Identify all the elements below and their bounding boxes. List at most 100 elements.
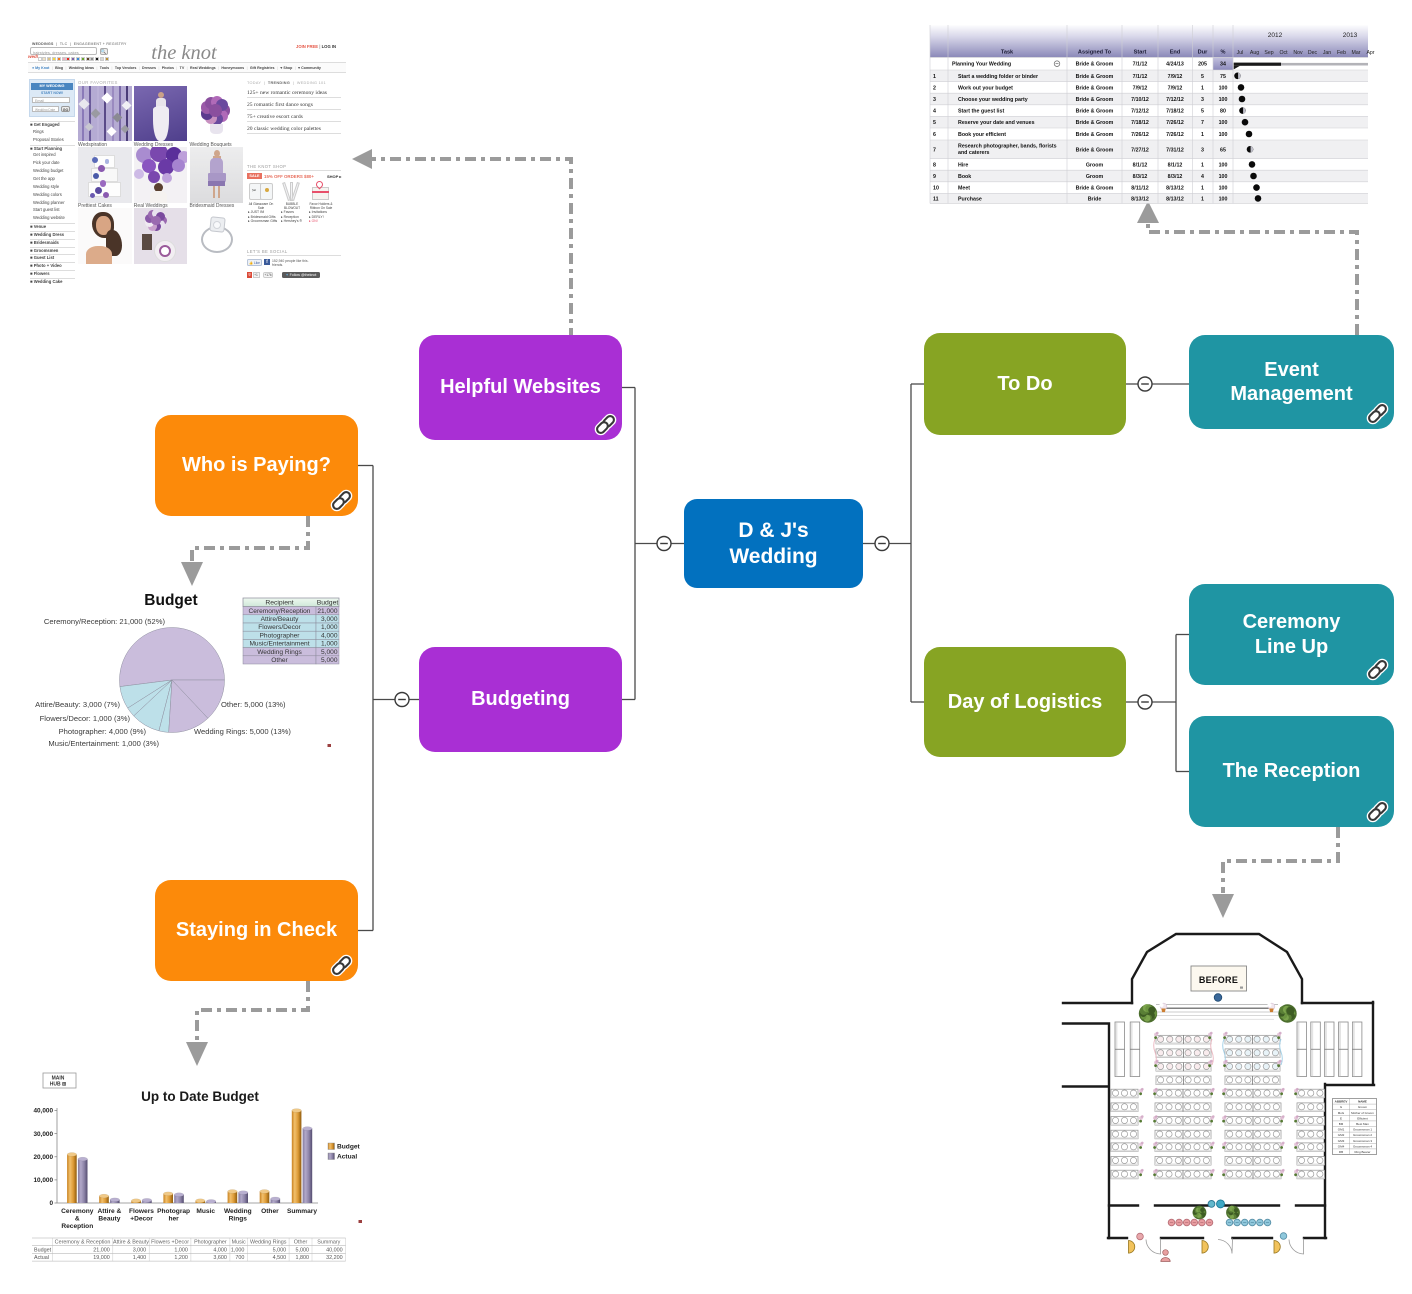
svg-text:1,400: 1,400 [133, 1255, 147, 1261]
svg-text:Other: Other [294, 1240, 308, 1246]
svg-text:Ceremony/Reception: 21,000 (52: Ceremony/Reception: 21,000 (52%) [44, 617, 166, 626]
svg-text:Attire & Beauty: Attire & Beauty [113, 1240, 149, 1246]
svg-text:30,000: 30,000 [33, 1131, 53, 1138]
svg-text:Efficient: Efficient [1357, 1116, 1368, 1120]
svg-text:8/11/12: 8/11/12 [1131, 186, 1148, 192]
svg-text:Groomsman 3: Groomsman 3 [1353, 1139, 1372, 1143]
svg-text:Flowers: Flowers [129, 1208, 154, 1215]
svg-text:%: % [1221, 50, 1226, 56]
svg-text:3: 3 [1201, 147, 1204, 153]
svg-text:100: 100 [1219, 186, 1228, 192]
svg-text:7/31/12: 7/31/12 [1166, 147, 1184, 153]
svg-text:65: 65 [1220, 147, 1226, 153]
svg-text:1: 1 [1201, 132, 1204, 138]
svg-text:Budget: Budget [317, 599, 339, 606]
svg-text:5: 5 [1201, 74, 1204, 80]
svg-text:HUB ⊞: HUB ⊞ [50, 1082, 66, 1088]
svg-text:Bride & Groom: Bride & Groom [1076, 132, 1114, 138]
svg-text:Best Man: Best Man [1356, 1122, 1369, 1126]
svg-text:8/3/12: 8/3/12 [1133, 174, 1148, 180]
svg-text:7/9/12: 7/9/12 [1168, 85, 1183, 91]
svg-text:4/24/13: 4/24/13 [1166, 62, 1184, 68]
svg-text:10,000: 10,000 [33, 1177, 53, 1184]
svg-text:Up to Date Budget: Up to Date Budget [141, 1089, 259, 1104]
svg-text:and caterers: and caterers [958, 150, 990, 156]
svg-text:3,000: 3,000 [133, 1247, 147, 1253]
svg-text:Music: Music [196, 1208, 215, 1215]
svg-text:Recipient: Recipient [265, 599, 293, 606]
svg-text:5,000: 5,000 [296, 1247, 310, 1253]
svg-text:1: 1 [933, 74, 936, 80]
svg-text:Choose your wedding party: Choose your wedding party [958, 97, 1028, 103]
svg-text:1: 1 [1201, 186, 1204, 192]
svg-text:Flowers +Decor: Flowers +Decor [151, 1240, 189, 1246]
svg-text:7/18/12: 7/18/12 [1166, 109, 1184, 115]
svg-text:Meet: Meet [958, 186, 970, 192]
svg-text:Music: Music [232, 1240, 246, 1246]
svg-text:5: 5 [933, 120, 936, 126]
svg-text:Photographer: 4,000 (9%): Photographer: 4,000 (9%) [59, 727, 147, 736]
svg-text:5: 5 [1201, 109, 1204, 115]
svg-text:Bride & Groom: Bride & Groom [1076, 74, 1114, 80]
svg-text:8: 8 [933, 162, 936, 168]
svg-text:Flowers/Decor: 1,000 (3%): Flowers/Decor: 1,000 (3%) [40, 714, 131, 723]
svg-text:3: 3 [1201, 97, 1204, 103]
svg-text:Music/Entertainment: 1,000 (3%: Music/Entertainment: 1,000 (3%) [48, 739, 159, 748]
svg-text:700: 700 [235, 1255, 244, 1261]
svg-text:100: 100 [1219, 97, 1228, 103]
svg-text:32,200: 32,200 [326, 1255, 343, 1261]
svg-text:5,000: 5,000 [321, 649, 338, 656]
svg-text:G: G [1340, 1105, 1343, 1109]
svg-text:Assigned To: Assigned To [1078, 50, 1112, 56]
svg-text:Reception: Reception [61, 1223, 93, 1230]
svg-text:Attire &: Attire & [97, 1208, 121, 1215]
svg-text:GM1: GM1 [1338, 1128, 1345, 1132]
svg-text:Actual: Actual [337, 1154, 357, 1161]
svg-text:10: 10 [933, 186, 939, 192]
svg-text:Summary: Summary [287, 1208, 317, 1215]
svg-text:21,000: 21,000 [93, 1247, 110, 1253]
svg-text:1,000: 1,000 [321, 624, 338, 631]
svg-text:Planning Your Wedding: Planning Your Wedding [952, 62, 1011, 68]
svg-text:Bride & Groom: Bride & Groom [1076, 120, 1114, 126]
svg-text:BEFORE: BEFORE [1199, 975, 1238, 985]
svg-text:2012: 2012 [1268, 32, 1283, 39]
svg-text:205: 205 [1198, 62, 1207, 68]
svg-text:Dur: Dur [1198, 50, 1208, 56]
svg-text:the knot: the knot [151, 42, 218, 64]
svg-text:1: 1 [1201, 196, 1204, 202]
svg-text:Budget: Budget [337, 1144, 361, 1151]
svg-text:Start the guest list: Start the guest list [958, 109, 1004, 115]
svg-text:Wedding Rings: Wedding Rings [257, 649, 302, 656]
svg-text:1: 1 [1201, 162, 1204, 168]
svg-text:7: 7 [933, 147, 936, 153]
svg-text:NAME: NAME [1358, 1100, 1367, 1104]
svg-text:Other: Other [261, 1208, 279, 1215]
svg-text:1: 1 [1201, 85, 1204, 91]
svg-text:Other: Other [271, 657, 288, 664]
svg-text:7/12/12: 7/12/12 [1131, 109, 1149, 115]
svg-text:34: 34 [1220, 62, 1226, 68]
svg-text:8/1/12: 8/1/12 [1133, 162, 1148, 168]
svg-text:1,000: 1,000 [174, 1247, 188, 1253]
svg-text:Ceremony/Reception: Ceremony/Reception [249, 608, 311, 615]
svg-text:11: 11 [933, 196, 939, 202]
svg-text:Jul: Jul [1237, 50, 1244, 56]
svg-text:4,000: 4,000 [213, 1247, 227, 1253]
svg-text:0: 0 [49, 1200, 53, 1207]
svg-text:Bride & Groom: Bride & Groom [1076, 62, 1114, 68]
svg-text:Attire/Beauty: Attire/Beauty [261, 616, 299, 623]
svg-text:Work out your budget: Work out your budget [958, 85, 1013, 91]
svg-text:Groomsman 2: Groomsman 2 [1353, 1133, 1372, 1137]
svg-text:2: 2 [933, 85, 936, 91]
svg-text:Dec: Dec [1308, 50, 1318, 56]
svg-text:5,000: 5,000 [273, 1247, 287, 1253]
svg-text:E: E [1340, 1116, 1342, 1120]
svg-text:7/18/12: 7/18/12 [1131, 120, 1149, 126]
svg-text:Wedding: Wedding [224, 1208, 252, 1215]
svg-text:MAIN: MAIN [52, 1076, 65, 1082]
svg-text:RB: RB [1339, 1150, 1343, 1154]
svg-text:100: 100 [1219, 120, 1228, 126]
svg-text:End: End [1170, 50, 1181, 56]
svg-text:Ceremony: Ceremony [61, 1208, 94, 1215]
